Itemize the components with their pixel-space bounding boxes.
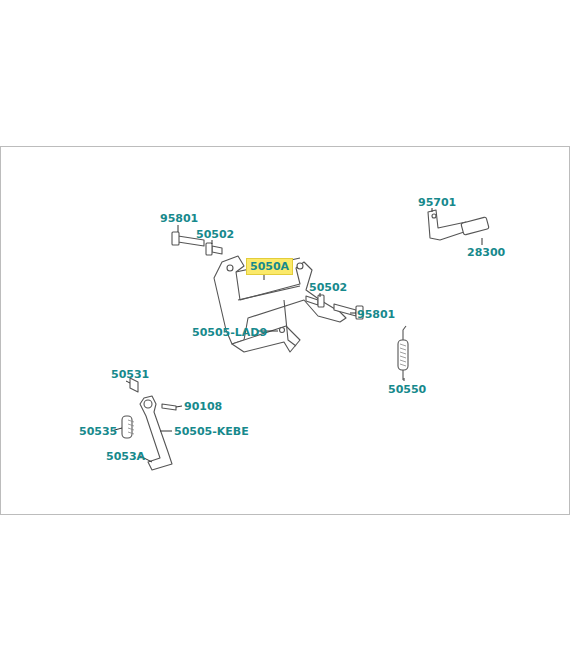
callout-number: 90108 [184, 400, 222, 413]
callout-number: 50535 [79, 425, 117, 438]
callout-number: 50505-KEBE [174, 425, 249, 438]
callout-number: 95701 [418, 196, 456, 209]
callout-number: 50550 [388, 383, 426, 396]
callout-number: 5053A [106, 450, 145, 463]
callout-number: 50531 [111, 368, 149, 381]
callout-number: 95801 [160, 212, 198, 225]
callout-number: 95801 [357, 308, 395, 321]
callout-number: 50502 [309, 281, 347, 294]
callout-number: 50502 [196, 228, 234, 241]
callout-number: 5050A [250, 260, 289, 273]
highlight-box: 5050A [246, 258, 293, 275]
callout-number: 28300 [467, 246, 505, 259]
callout-number: 50505-LAD9 [192, 326, 267, 339]
